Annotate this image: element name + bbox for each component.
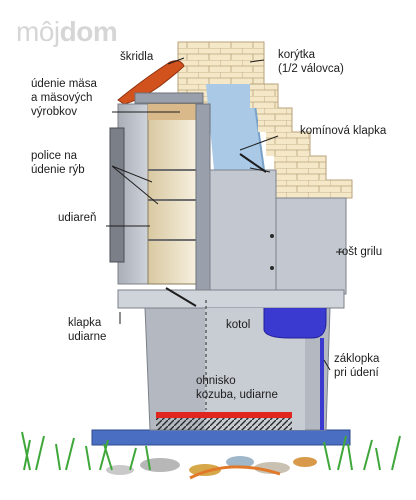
label-klapka-udiarne: klapka udiarne — [68, 317, 107, 343]
firebox-grate — [156, 418, 292, 430]
firebox-heat — [156, 412, 292, 418]
label-udiaren: udiareň — [58, 212, 97, 224]
leader-lines — [106, 57, 344, 371]
smokehouse-chamber — [147, 103, 197, 285]
label-korytka: korýtka (1/2 válovca) — [278, 49, 344, 75]
label-kotol: kotol — [226, 319, 251, 331]
divider-wall — [195, 103, 211, 295]
label-police: police na údenie rýb — [31, 150, 85, 176]
label-skridla: škridla — [120, 51, 154, 63]
label-rost-grilu: rošt grilu — [338, 246, 383, 258]
label-udenie-masa: údenie mäsa a mäsových výrobkov — [31, 78, 97, 118]
foundation-slab — [91, 429, 351, 446]
ground-stones — [106, 456, 317, 480]
logo-part-1: môj — [16, 16, 60, 47]
logo-part-2: dom — [59, 16, 118, 47]
label-zaklopka: záklopka pri údení — [334, 353, 380, 379]
grass — [21, 431, 401, 471]
brand-logo: môjdom — [16, 16, 118, 47]
stepped-brick-wall — [250, 83, 353, 199]
label-ohnisko: ohnisko kozuba, udiarne — [196, 375, 278, 401]
chimney-flue — [206, 84, 264, 170]
zaklopka-bracket — [263, 308, 327, 339]
label-kominova-klapka: komínová klapka — [300, 125, 387, 137]
grill-chamber — [209, 169, 277, 295]
middle-slab — [117, 289, 345, 309]
